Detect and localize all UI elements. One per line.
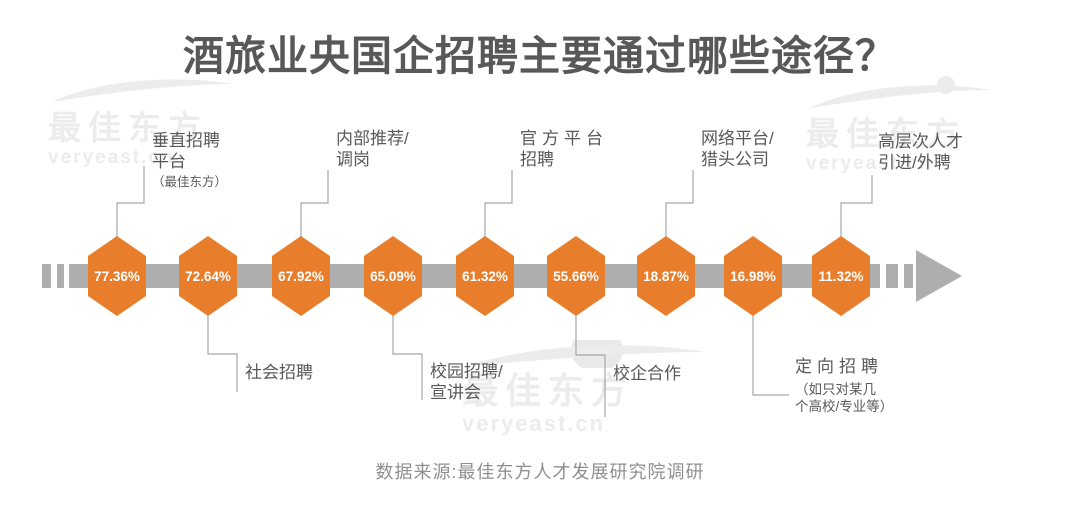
swoosh-icon — [52, 79, 234, 102]
watermark-text: 最佳东方 — [806, 115, 966, 152]
hexagon-marker: 55.66% — [547, 236, 605, 316]
percentage-value: 72.64% — [185, 268, 231, 284]
percentage-value: 65.09% — [370, 268, 416, 284]
label-line: 官方平台 — [520, 129, 608, 148]
watermark-domain: veryeast.cn — [48, 147, 175, 168]
label-line: 定向招聘 — [795, 357, 883, 376]
label-line: 引进/外聘 — [878, 153, 951, 172]
arrow-right-icon — [916, 250, 962, 302]
channel-label-targeted-recruitment: 定向招聘 （如只对某几 个高校/专业等） — [795, 356, 893, 415]
label-line: 网络平台/ — [701, 129, 774, 148]
watermark-domain: veryeast.cn — [806, 153, 933, 174]
arrow-dash — [57, 264, 64, 288]
percentage-value: 77.36% — [94, 268, 140, 284]
label-line: 猎头公司 — [701, 150, 769, 169]
data-source-note: 数据来源:最佳东方人才发展研究院调研 — [375, 462, 705, 482]
watermark-domain: veryeast.cn — [462, 411, 606, 436]
hexagon-marker: 11.32% — [812, 236, 870, 316]
page-title: 酒旅业央国企招聘主要通过哪些途径？ — [183, 33, 897, 79]
watermark-logo: 最佳东方 veryeast.cn — [48, 74, 238, 167]
channel-label-vertical-platform: 垂直招聘 平台 （最佳东方） — [152, 130, 227, 190]
label-line: 高层次人才 — [878, 132, 963, 151]
percentage-value: 55.66% — [553, 268, 599, 284]
channel-label-social-recruitment: 社会招聘 — [245, 362, 313, 383]
label-subtext: 个高校/专业等） — [795, 399, 894, 414]
arrow-dash — [886, 264, 898, 288]
channel-label-school-enterprise: 校企合作 — [613, 363, 681, 384]
channel-label-web-headhunter: 网络平台/ 猎头公司 — [701, 128, 774, 170]
hexagon-marker: 16.98% — [724, 236, 782, 316]
swoosh-icon — [810, 76, 992, 108]
label-line: 调岗 — [336, 150, 370, 169]
arrow-dash — [904, 264, 913, 288]
watermark-text: 最佳东方 — [48, 109, 208, 146]
label-line: 校园招聘/ — [430, 362, 503, 381]
watermark-logo: 最佳东方 veryeast.cn — [806, 72, 996, 173]
label-line: 垂直招聘 — [152, 131, 220, 150]
label-line: 宣讲会 — [430, 383, 481, 402]
channel-label-internal-referral: 内部推荐/ 调岗 — [336, 128, 409, 170]
percentage-value: 16.98% — [730, 268, 776, 284]
label-line: 内部推荐/ — [336, 129, 409, 148]
hexagon-marker: 18.87% — [637, 236, 695, 316]
watermark-text: 最佳东方 — [462, 370, 635, 411]
channel-label-campus-recruitment: 校园招聘/ 宣讲会 — [430, 361, 503, 403]
arrow-dash — [42, 264, 51, 288]
label-subtext: （最佳东方） — [152, 175, 228, 189]
channel-label-senior-talent: 高层次人才 引进/外聘 — [878, 131, 963, 173]
channel-label-official-platform: 官方平台 招聘 — [520, 128, 608, 170]
label-subtext: （如只对某几 — [795, 382, 876, 397]
percentage-value: 11.32% — [818, 268, 864, 284]
label-line: 校企合作 — [613, 364, 681, 383]
label-line: 招聘 — [520, 150, 554, 169]
percentage-value: 18.87% — [643, 268, 689, 284]
percentage-value: 67.92% — [278, 268, 324, 284]
label-line: 平台 — [152, 152, 186, 171]
percentage-value: 61.32% — [462, 268, 508, 284]
label-line: 社会招聘 — [245, 363, 313, 382]
